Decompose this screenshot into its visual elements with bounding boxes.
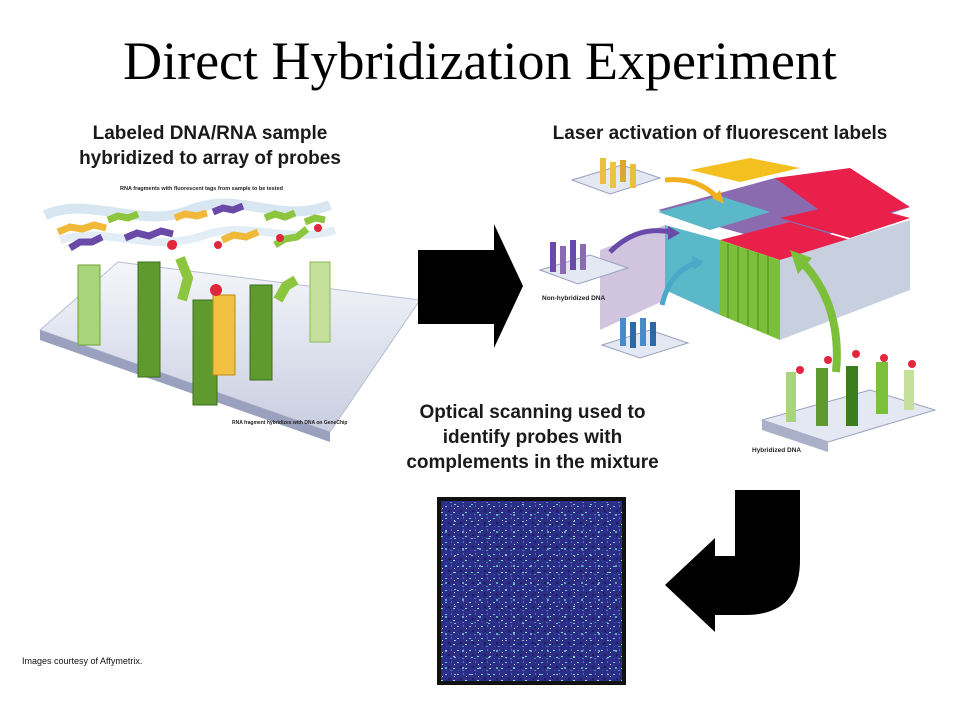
left-hybridization-figure: RNA fragments with fluorescent tags from…: [39, 186, 421, 442]
chip-floor-edge: [40, 330, 330, 442]
caption-left-line1: Labeled DNA/RNA sample: [92, 123, 328, 144]
caption-middle: Optical scanning used to identify probes…: [375, 400, 690, 475]
slide-title: Direct Hybridization Experiment: [123, 31, 837, 91]
tray-non-hybridized: Non-hybridized DNA: [538, 240, 630, 302]
caption-right: Laser activation of fluorescent labels: [552, 123, 888, 144]
chip-front-green: [720, 240, 780, 340]
curved-arrow-icon: [665, 490, 800, 632]
chip-top-red: [720, 222, 850, 260]
image-credit: Images courtesy of Affymetrix.: [22, 656, 143, 666]
right-laser-figure: Non-hybridized DNA Hybridized DNA: [538, 158, 937, 454]
caption-middle-line3: complements in the mixture: [406, 452, 659, 473]
scan-image: [437, 497, 626, 685]
caption-left-line2: hybridized to array of probes: [79, 148, 341, 169]
non-hybridized-label: Non-hybridized DNA: [542, 295, 605, 302]
caption-left: Labeled DNA/RNA sample hybridized to arr…: [20, 121, 400, 171]
chip-front-teal: [665, 225, 720, 315]
left-bottom-label: RNA fragment hybridizes with DNA on Gene…: [232, 420, 347, 426]
probe-columns: [77, 240, 331, 406]
tray-hybridized: Hybridized DNA: [752, 350, 937, 454]
right-arrow-icon: [418, 224, 523, 348]
floating-rna-fragments: [56, 202, 326, 252]
caption-middle-line2: identify probes with: [442, 427, 623, 448]
left-top-label: RNA fragments with fluorescent tags from…: [120, 186, 283, 192]
tray-top: [570, 158, 662, 195]
hybridized-label: Hybridized DNA: [752, 447, 801, 454]
caption-middle-line1: Optical scanning used to: [419, 402, 646, 423]
tray-bottom-blue: [600, 318, 690, 359]
